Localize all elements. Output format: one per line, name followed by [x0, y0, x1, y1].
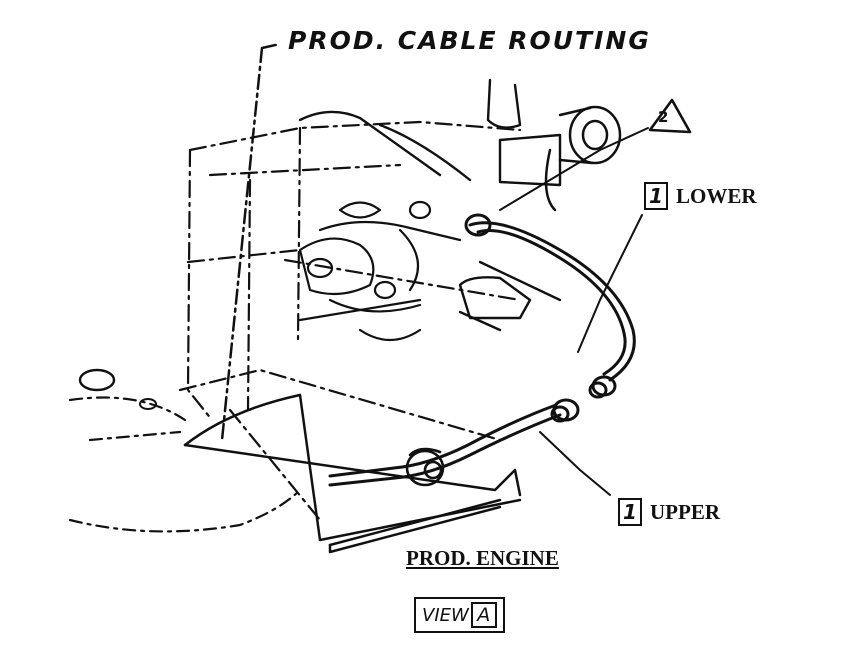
distributor-housing [544, 105, 622, 212]
callout-upper-text: UPPER [650, 499, 720, 524]
leader-lower [577, 214, 643, 353]
cable-clamp [405, 447, 445, 487]
frame-plate [183, 393, 522, 554]
callout-lower-text: LOWER [676, 183, 757, 208]
engine-label: PROD. ENGINE [406, 546, 559, 570]
view-letter: A [470, 602, 497, 628]
intake-manifold [298, 200, 462, 341]
leader-triangle [499, 127, 649, 211]
mount-bracket [458, 260, 562, 332]
cable-lower [464, 213, 636, 399]
drain-plug [78, 368, 116, 392]
engine-block [178, 120, 522, 522]
floor-fastener [139, 398, 157, 410]
title-leader-line [220, 42, 282, 442]
callout-lower: 1 LOWER [644, 182, 757, 210]
callout-upper-number: 1 [618, 498, 642, 526]
view-tag: VIEW A [414, 597, 505, 633]
callout-upper: 1 UPPER [618, 498, 720, 526]
callout-triangle [648, 98, 692, 134]
cable-upper [328, 398, 580, 487]
callout-lower-number: 1 [644, 182, 668, 210]
cable-routing-label: PROD. CABLE ROUTING [288, 26, 651, 55]
leader-upper [539, 431, 611, 496]
wheel-well [68, 396, 302, 533]
valve-cover-bracket [298, 78, 562, 187]
view-word: VIEW [422, 604, 469, 626]
callout-triangle-number: 2 [658, 108, 669, 126]
